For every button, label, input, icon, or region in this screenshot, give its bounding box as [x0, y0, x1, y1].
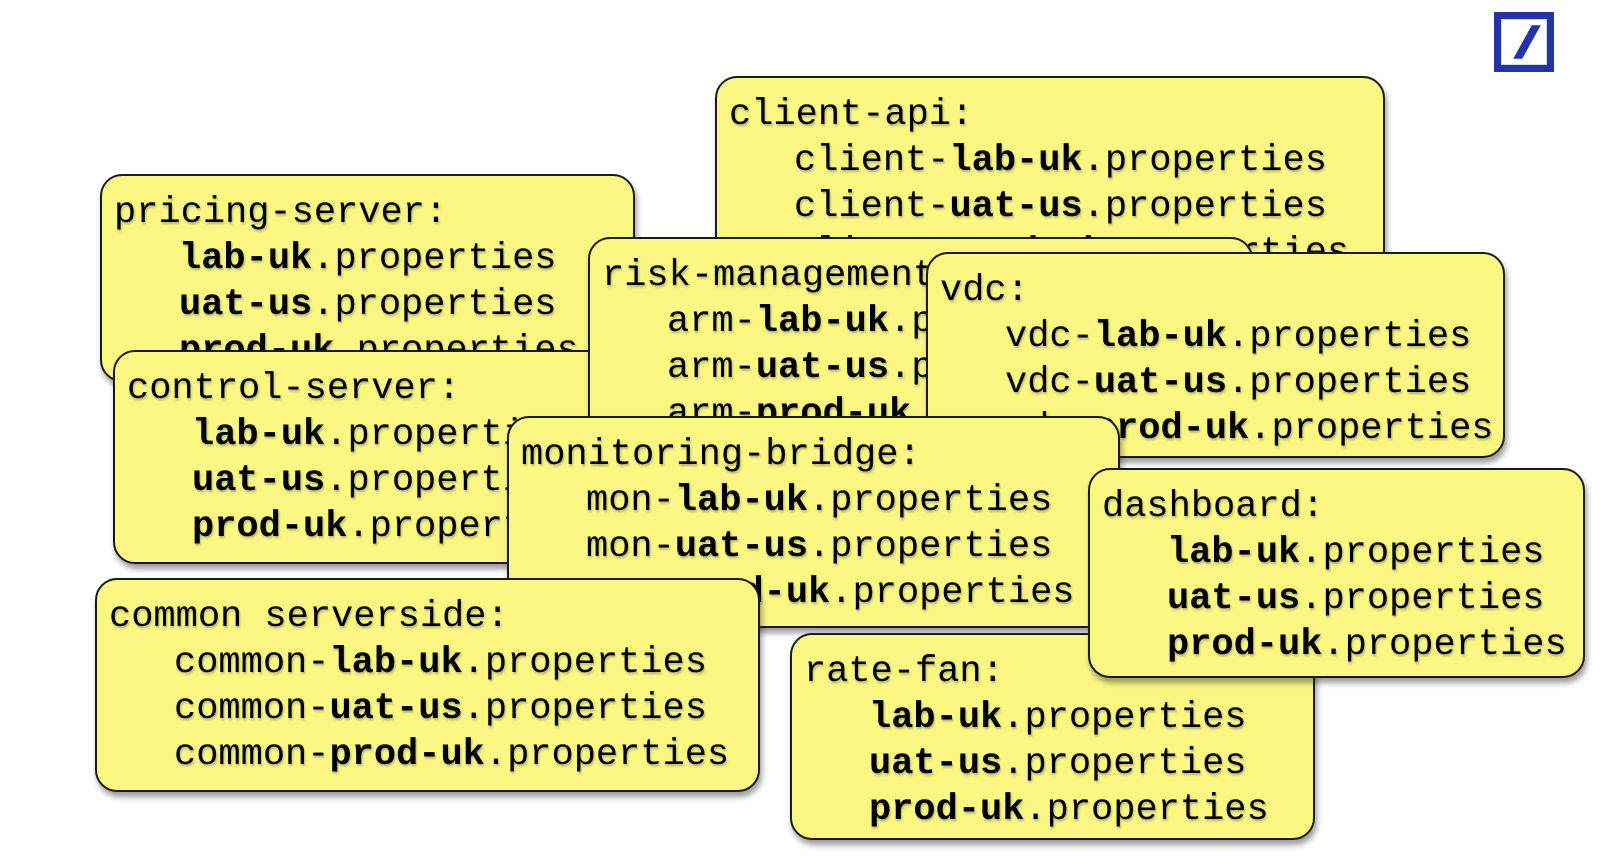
file-env: uat-us [1093, 362, 1228, 404]
file-env: uat-us [755, 347, 890, 389]
file-prefix: vdc- [1005, 316, 1094, 358]
file-env: uat-us [1167, 578, 1301, 620]
file-line: lab-uk.properties [1102, 530, 1575, 576]
file-env: lab-uk [949, 140, 1083, 182]
deutsche-bank-logo [1494, 12, 1554, 72]
file-suffix: .properties [462, 642, 707, 684]
file-env: lab-uk [179, 238, 313, 280]
file-line: lab-uk.properties [114, 236, 625, 282]
file-suffix: .properties [1002, 697, 1247, 739]
file-line: uat-us.properties [804, 741, 1305, 787]
card-title: control-server: [127, 368, 461, 410]
card-dashboard: dashboard: lab-uk.properties uat-us.prop… [1088, 468, 1585, 678]
file-env: lab-uk [869, 697, 1003, 739]
file-env: prod-uk [1167, 624, 1323, 666]
card-title: dashboard: [1102, 486, 1325, 528]
file-line: lab-uk.properties [804, 695, 1305, 741]
card-title: pricing-server: [114, 192, 448, 234]
file-suffix: .properties [1249, 408, 1494, 450]
file-env: uat-us [869, 743, 1003, 785]
file-prefix: mon- [586, 526, 675, 568]
file-env: uat-us [329, 688, 463, 730]
file-line: mon-lab-uk.properties [521, 478, 1110, 524]
card-title: client-api: [729, 94, 974, 136]
file-suffix: .properties [1300, 578, 1545, 620]
file-suffix: .properties [1322, 624, 1567, 666]
file-suffix: .properties [1002, 743, 1247, 785]
file-line: client-lab-uk.properties [729, 138, 1375, 184]
file-line: client-uat-us.properties [729, 184, 1375, 230]
file-prefix: common- [174, 734, 330, 776]
card-title: monitoring-bridge: [521, 434, 921, 476]
file-prefix: common- [174, 688, 330, 730]
card-title: vdc: [940, 270, 1029, 312]
file-env: uat-us [192, 460, 326, 502]
file-line: vdc-lab-uk.properties [940, 314, 1495, 360]
file-line: prod-uk.properties [804, 787, 1305, 833]
file-suffix: .properties [1082, 140, 1327, 182]
file-line: vdc-uat-us.properties [940, 360, 1495, 406]
file-suffix: .properties [312, 284, 557, 326]
file-env: lab-uk [1167, 532, 1301, 574]
file-prefix: common- [174, 642, 330, 684]
file-env: lab-uk [192, 414, 326, 456]
card-title: risk-management: [602, 255, 958, 297]
file-env: lab-uk [329, 642, 463, 684]
file-line: uat-us.properties [114, 282, 625, 328]
card-title: common serverside: [109, 596, 509, 638]
file-line: common-uat-us.properties [109, 686, 750, 732]
file-suffix: .properties [312, 238, 557, 280]
file-prefix: arm- [667, 347, 756, 389]
file-line: mon-uat-us.properties [521, 524, 1110, 570]
file-suffix: .properties [830, 572, 1075, 614]
file-env: uat-us [179, 284, 313, 326]
file-suffix: .properties [1024, 789, 1269, 831]
file-env: prod-uk [329, 734, 485, 776]
file-line: uat-us.properties [1102, 576, 1575, 622]
file-line: common-lab-uk.properties [109, 640, 750, 686]
file-suffix: .properties [808, 480, 1053, 522]
file-env: uat-us [674, 526, 809, 568]
file-line: prod-uk.properties [1102, 622, 1575, 668]
file-suffix: .properties [1227, 316, 1472, 358]
file-prefix: mon- [586, 480, 675, 522]
file-env: uat-us [949, 186, 1083, 228]
file-suffix: .properties [484, 734, 730, 776]
card-title: rate-fan: [804, 651, 1004, 693]
file-suffix: .properties [1300, 532, 1545, 574]
card-common-serverside: common serverside: common-lab-uk.propert… [95, 578, 760, 792]
file-suffix: .properties [1227, 362, 1472, 404]
file-line: common-prod-uk.properties [109, 732, 750, 778]
deutsche-bank-logo-icon [1494, 12, 1554, 72]
file-prefix: vdc- [1005, 362, 1094, 404]
file-env: lab-uk [1093, 316, 1228, 358]
file-prefix: arm- [667, 301, 756, 343]
file-suffix: .properties [808, 526, 1053, 568]
file-env: prod-uk [869, 789, 1025, 831]
file-env: lab-uk [755, 301, 890, 343]
file-env: prod-uk [192, 506, 348, 548]
file-prefix: client- [794, 186, 950, 228]
file-prefix: client- [794, 140, 950, 182]
file-env: lab-uk [674, 480, 809, 522]
file-suffix: .properties [1082, 186, 1327, 228]
file-suffix: .properties [462, 688, 707, 730]
